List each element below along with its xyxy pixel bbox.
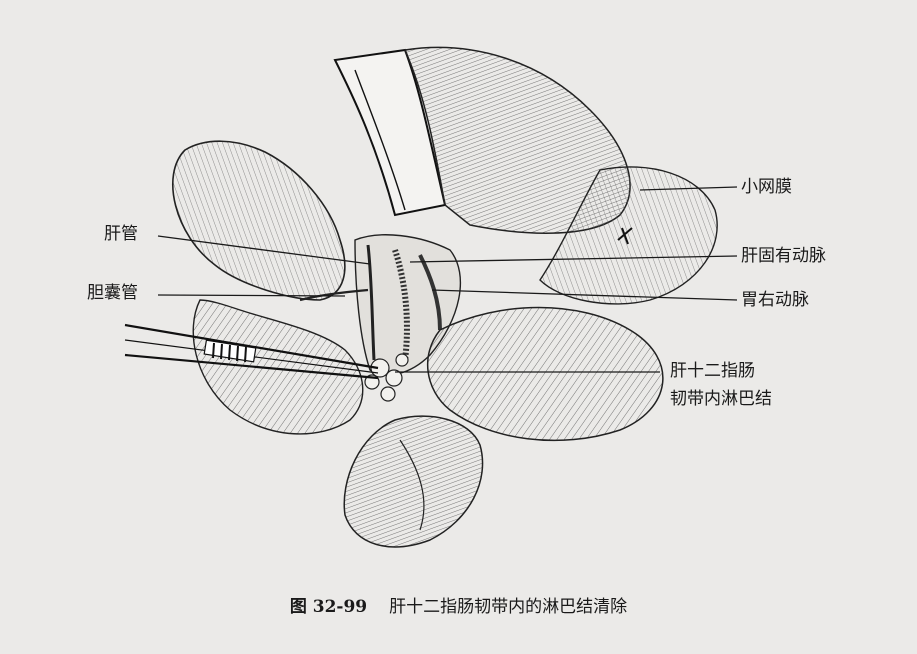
leader-hepatic-duct: [157, 235, 371, 265]
figure-number: 图 32-99: [289, 597, 368, 617]
label-proper-hepatic-artery: 肝固有动脉: [741, 246, 826, 266]
artery-shape: [392, 249, 410, 361]
figure-title: 肝十二指肠韧带内的淋巴结清除: [389, 597, 628, 617]
label-cystic-duct: 胆囊管: [87, 283, 138, 303]
leader-lesser-omentum: [639, 186, 738, 191]
bowel-loop-lower: [343, 415, 484, 548]
lesser-omentum-shape: [539, 166, 718, 305]
bowel-loop-right: [426, 306, 664, 442]
leader-lines: [157, 186, 738, 373]
label-lymph-nodes-line2: 韧带内淋巴结: [670, 389, 772, 409]
label-hepatic-duct: 肝管: [104, 224, 138, 244]
leader-cystic-duct: [157, 294, 346, 297]
cystic-duct-shape: [299, 288, 369, 302]
label-lesser-omentum: 小网膜: [741, 177, 792, 197]
forceps-instrument: [124, 323, 379, 380]
liver-shape: [172, 140, 346, 301]
label-right-gastric-artery: 胃右动脉: [741, 290, 809, 310]
leader-right-gastric-artery: [431, 289, 738, 301]
label-lymph-nodes-line1: 肝十二指肠: [670, 361, 755, 381]
figure-caption: 图 32-99 肝十二指肠韧带内的淋巴结清除: [0, 592, 917, 617]
duodenum-shape: [192, 299, 364, 435]
leader-proper-hepatic-artery: [409, 255, 738, 263]
hepatic-duct-shape: [366, 244, 376, 361]
